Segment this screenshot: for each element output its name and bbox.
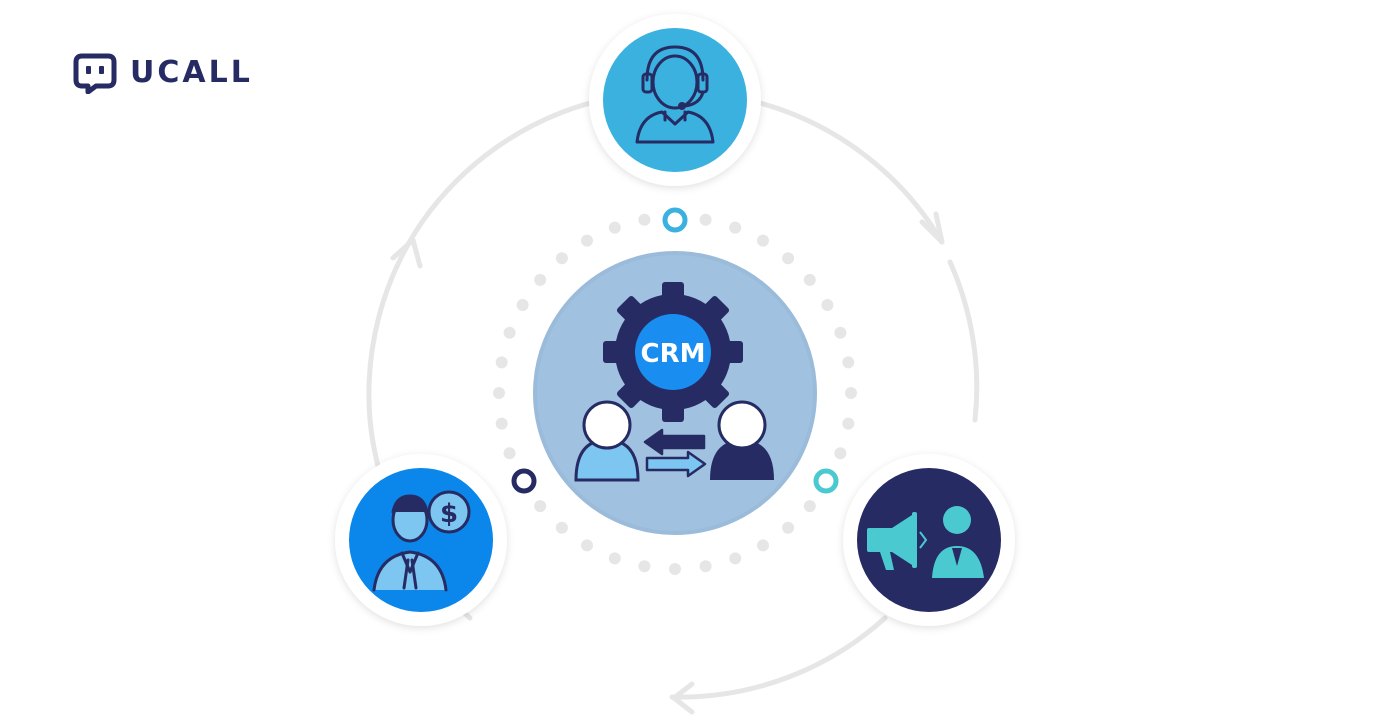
ring-marker-top: [662, 207, 688, 233]
ring-dot: [834, 326, 847, 339]
arrow-head-bottom: [671, 681, 695, 715]
ring-dot: [638, 560, 651, 573]
ring-dot: [842, 417, 855, 430]
ring-dot: [699, 560, 712, 573]
ring-dot: [503, 447, 516, 460]
node-marketing: [843, 454, 1015, 626]
dotted-inner-ring: [493, 213, 857, 575]
ring-dot: [757, 539, 769, 552]
ring-dot: [821, 299, 834, 311]
ring-dot: [638, 213, 651, 226]
ring-dot: [782, 252, 795, 265]
ring-dot: [803, 273, 816, 286]
ring-dot: [803, 500, 816, 513]
ucall-logo-icon: [73, 53, 117, 94]
ring-dot: [608, 221, 621, 234]
ring-marker-left: [511, 468, 537, 494]
ring-arc-right: [947, 259, 980, 423]
exchange-arrows-icon: [643, 428, 707, 478]
ring-dot: [581, 539, 593, 552]
salesperson-dollar-icon: $: [372, 490, 471, 592]
outer-cycle-ring: [366, 100, 980, 700]
ring-dot: [757, 234, 769, 247]
ring-dot: [699, 213, 712, 226]
ring-dot: [729, 221, 742, 234]
ring-dot: [503, 326, 516, 339]
ring-arc-bottom: [669, 615, 888, 700]
ring-dot: [555, 521, 568, 534]
node-sales: $: [335, 454, 507, 626]
cycle-arrows: [390, 211, 945, 715]
ring-dot: [608, 552, 621, 565]
ring-dot: [495, 356, 508, 369]
ring-dot: [729, 552, 742, 565]
ring-arc-top-left: [419, 100, 593, 225]
crm-label: CRM: [641, 339, 706, 369]
ring-dot: [669, 563, 681, 575]
arrow-head-left: [390, 237, 423, 269]
ring-dot: [842, 356, 855, 369]
dollar-sign-icon: $: [440, 499, 458, 529]
ring-marker-right: [813, 468, 839, 494]
ring-dot: [555, 252, 568, 265]
ring-dot: [834, 447, 847, 460]
ring-dot: [845, 387, 857, 399]
megaphone-marketer-icon: [867, 506, 984, 578]
crm-gear-icon: CRM: [603, 282, 743, 422]
headset-agent-icon: [635, 45, 715, 144]
brand-name: UCALL: [130, 54, 253, 90]
ring-dot: [493, 387, 505, 399]
node-support-agent: [589, 14, 761, 186]
ring-dot: [782, 521, 795, 534]
ring-dot: [534, 273, 547, 286]
crm-client-person-icon: [574, 400, 640, 482]
crm-agent-person-icon: [710, 400, 774, 480]
ring-dot: [581, 234, 593, 247]
ring-arc-top-right: [757, 100, 945, 245]
crm-hub: CRM: [533, 251, 817, 535]
ring-dot: [495, 417, 508, 430]
ring-dot: [534, 500, 547, 513]
ring-dot: [516, 299, 529, 311]
arrow-head-right: [919, 211, 945, 245]
ucall-logo: UCALL: [72, 50, 253, 94]
